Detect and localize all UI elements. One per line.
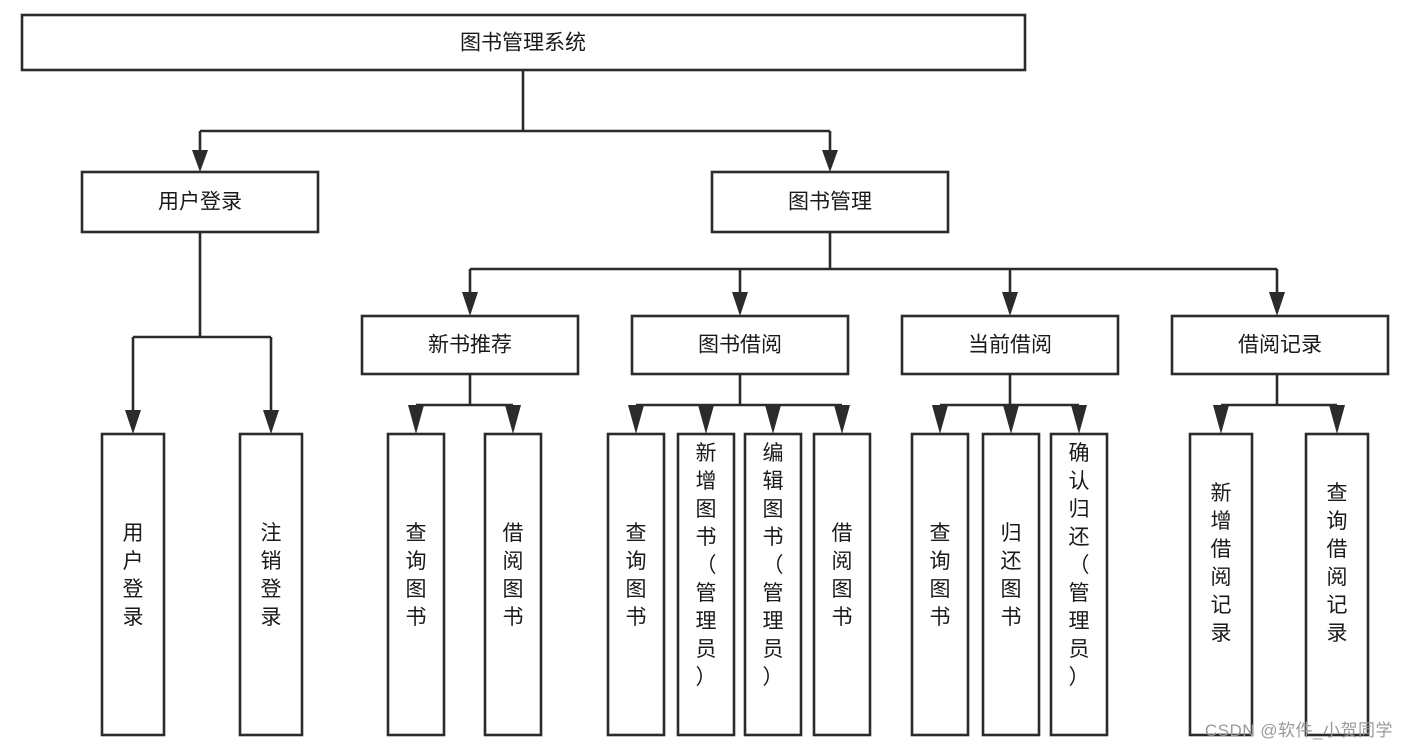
node-leaf-add-record-box[interactable] <box>1188 432 1254 737</box>
node-leaf-edit-book-label: 编辑图书（管理员） <box>763 442 784 689</box>
node-leaf-confirm-return-label: 确认归还（管理员） <box>1069 442 1090 689</box>
arrowhead-current-borrow <box>1002 292 1018 316</box>
node-root-label: 图书管理系统 <box>460 32 586 55</box>
node-leaf-query-book-2[interactable]: 查询图书 <box>606 432 666 737</box>
arrowhead-leaf-add-book <box>698 405 714 434</box>
node-leaf-query-book-3-box[interactable] <box>910 432 970 737</box>
node-leaf-confirm-return[interactable]: 确认归还（管理员） <box>1049 432 1109 737</box>
node-leaf-query-record-label: 查询借阅记录 <box>1327 482 1348 645</box>
node-current-borrow-box[interactable] <box>900 314 1120 376</box>
node-leaf-add-book-label: 新增图书（管理员） <box>696 442 717 689</box>
node-current-borrow[interactable]: 当前借阅 <box>900 314 1120 376</box>
arrowhead-book-manage <box>822 150 838 172</box>
node-leaf-confirm-return-box[interactable] <box>1049 432 1109 737</box>
arrowhead-new-book-rec <box>462 292 478 316</box>
node-leaf-query-book-3-label: 查询图书 <box>930 522 951 629</box>
node-leaf-user-login[interactable]: 用户登录 <box>100 432 166 737</box>
arrowhead-leaf-return-book <box>1003 405 1019 434</box>
arrowhead-borrow-record <box>1269 292 1285 316</box>
arrowhead-user-login <box>192 150 208 172</box>
node-leaf-add-record-label: 新增借阅记录 <box>1211 482 1232 645</box>
node-current-borrow-label: 当前借阅 <box>968 334 1052 357</box>
node-leaf-user-login-box[interactable] <box>100 432 166 737</box>
node-leaf-edit-book[interactable]: 编辑图书（管理员） <box>743 432 803 737</box>
node-leaf-query-record[interactable]: 查询借阅记录 <box>1304 432 1370 737</box>
node-leaf-add-book[interactable]: 新增图书（管理员） <box>676 432 736 737</box>
node-leaf-query-book-1-label: 查询图书 <box>406 522 427 629</box>
node-leaf-query-book-2-label: 查询图书 <box>626 522 647 629</box>
node-new-book-rec[interactable]: 新书推荐 <box>360 314 580 376</box>
node-user-login-box[interactable] <box>80 170 320 234</box>
arrowhead-leaf-edit-book <box>765 405 781 434</box>
node-new-book-rec-label: 新书推荐 <box>428 334 512 357</box>
node-book-manage-label: 图书管理 <box>788 191 872 214</box>
node-leaf-query-record-box[interactable] <box>1304 432 1370 737</box>
node-leaf-logout[interactable]: 注销登录 <box>238 432 304 737</box>
arrowhead-leaf-query-book-3 <box>932 405 948 434</box>
node-leaf-user-login-label: 用户登录 <box>123 522 144 629</box>
arrowhead-leaf-user-login <box>125 410 141 434</box>
node-leaf-borrow-book-1-box[interactable] <box>483 432 543 737</box>
arrowhead-leaf-query-book-2 <box>628 405 644 434</box>
node-leaf-return-book-label: 归还图书 <box>1001 522 1022 629</box>
node-borrow-record[interactable]: 借阅记录 <box>1170 314 1390 376</box>
node-leaf-query-book-3[interactable]: 查询图书 <box>910 432 970 737</box>
node-leaf-borrow-book-1[interactable]: 借阅图书 <box>483 432 543 737</box>
node-leaf-borrow-book-2-label: 借阅图书 <box>832 522 853 629</box>
node-borrow-record-box[interactable] <box>1170 314 1390 376</box>
node-book-borrow-box[interactable] <box>630 314 850 376</box>
node-borrow-record-label: 借阅记录 <box>1238 334 1322 357</box>
node-leaf-borrow-book-2-box[interactable] <box>812 432 872 737</box>
node-book-borrow[interactable]: 图书借阅 <box>630 314 850 376</box>
node-new-book-rec-box[interactable] <box>360 314 580 376</box>
connector-layer <box>125 70 1345 434</box>
node-leaf-edit-book-box[interactable] <box>743 432 803 737</box>
arrowhead-leaf-add-record <box>1213 405 1229 434</box>
node-leaf-borrow-book-1-label: 借阅图书 <box>503 522 524 629</box>
node-leaf-borrow-book-2[interactable]: 借阅图书 <box>812 432 872 737</box>
arrowhead-leaf-query-record <box>1329 405 1345 434</box>
arrowhead-leaf-borrow-book-1 <box>505 405 521 434</box>
node-leaf-logout-label: 注销登录 <box>261 522 282 629</box>
arrowhead-leaf-borrow-book-2 <box>834 405 850 434</box>
node-leaf-logout-box[interactable] <box>238 432 304 737</box>
node-leaf-query-book-1[interactable]: 查询图书 <box>386 432 446 737</box>
node-leaf-return-book-box[interactable] <box>981 432 1041 737</box>
node-user-login-label: 用户登录 <box>158 191 242 214</box>
node-leaf-return-book[interactable]: 归还图书 <box>981 432 1041 737</box>
node-user-login[interactable]: 用户登录 <box>80 170 320 234</box>
arrowhead-book-borrow <box>732 292 748 316</box>
arrowhead-leaf-confirm-return <box>1071 405 1087 434</box>
node-book-borrow-label: 图书借阅 <box>698 334 782 357</box>
arrowhead-leaf-logout <box>263 410 279 434</box>
node-book-manage-box[interactable] <box>710 170 950 234</box>
node-root[interactable]: 图书管理系统 <box>20 13 1027 72</box>
node-leaf-add-book-box[interactable] <box>676 432 736 737</box>
node-root-box[interactable] <box>20 13 1027 72</box>
node-book-manage[interactable]: 图书管理 <box>710 170 950 234</box>
node-leaf-query-book-2-box[interactable] <box>606 432 666 737</box>
node-leaf-add-record[interactable]: 新增借阅记录 <box>1188 432 1254 737</box>
node-leaf-query-book-1-box[interactable] <box>386 432 446 737</box>
arrowhead-leaf-query-book-1 <box>408 405 424 434</box>
